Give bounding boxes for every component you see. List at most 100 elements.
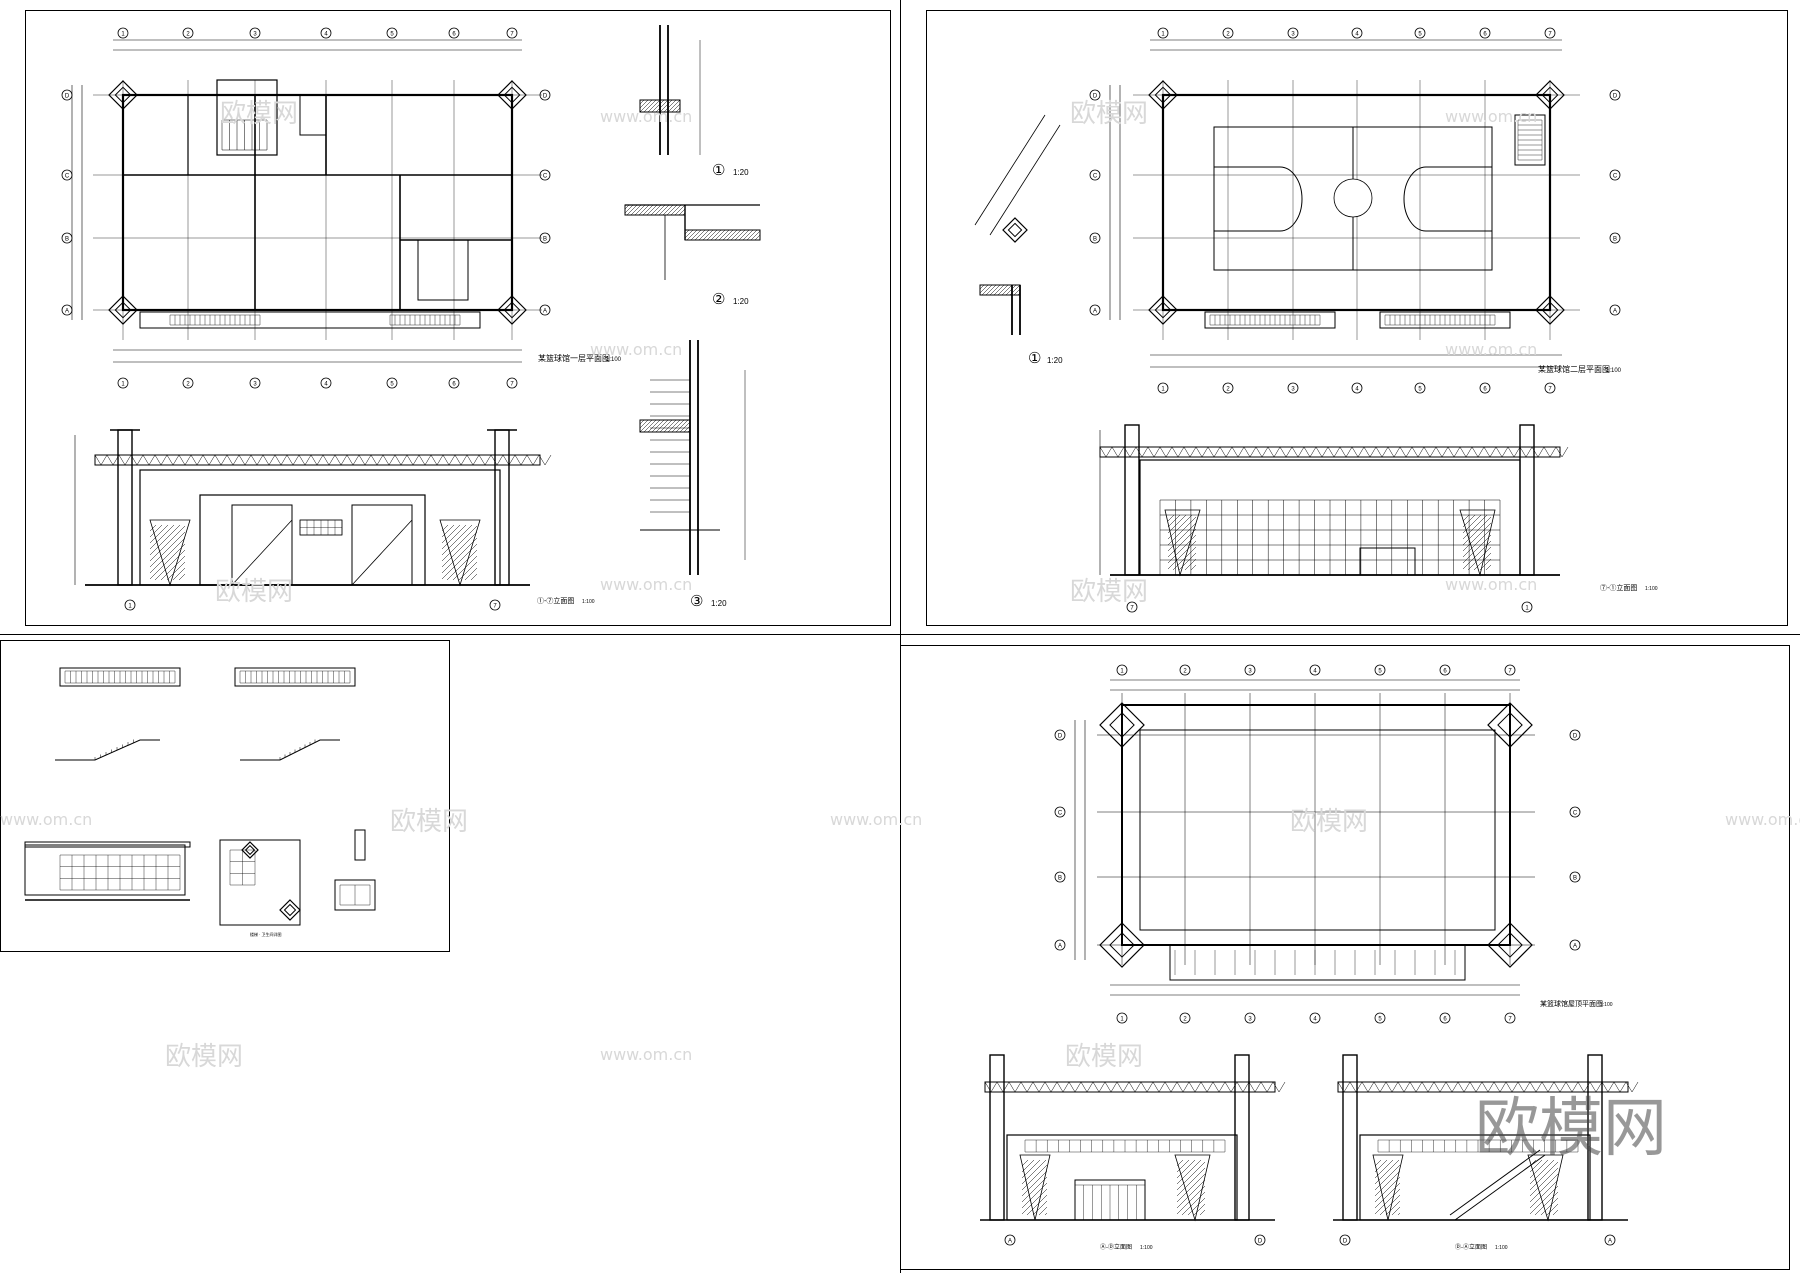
truss-web <box>1463 1081 1471 1093</box>
door-opening <box>1359 547 1416 576</box>
watermark-site: www.om.cn <box>0 810 92 829</box>
truss-web <box>328 454 336 466</box>
truss-web <box>1549 446 1557 458</box>
hatch-line <box>160 555 186 581</box>
grid-bubble-label: C <box>1573 811 1578 817</box>
grid-bubble-label: 1 <box>128 604 132 610</box>
grid-bubble <box>506 377 518 389</box>
sheet2-detail-1-scale: 1:20 <box>1047 356 1063 365</box>
hatch-line <box>979 284 985 290</box>
grid-bubble <box>1521 601 1533 613</box>
column-diamond-inner <box>503 301 521 319</box>
grid-bubble-label: A <box>1093 309 1097 315</box>
hatch-line <box>166 561 186 581</box>
hatch-line <box>979 284 989 294</box>
grid-bubble <box>1609 304 1621 316</box>
truss-web <box>1279 446 1287 458</box>
truss-web <box>1459 446 1467 458</box>
truss-web <box>1469 1081 1477 1093</box>
hatch-line <box>441 524 461 544</box>
hatch-line <box>1167 514 1187 534</box>
hatch-line <box>684 229 694 239</box>
grid-bubble <box>1054 729 1066 741</box>
grid-bubble <box>1479 27 1491 39</box>
truss-web <box>526 454 534 466</box>
truss-web <box>1523 1081 1531 1093</box>
hatch-line <box>1462 522 1492 552</box>
stair-core <box>1514 114 1546 166</box>
hatch-line <box>441 524 473 556</box>
facade-wedge <box>1459 509 1496 577</box>
hatch-line <box>1529 1179 1559 1209</box>
grid-bubble <box>1116 1012 1128 1024</box>
truss-web <box>1224 1081 1232 1093</box>
truss-web <box>1525 446 1533 458</box>
grid-bubble <box>1004 1234 1016 1246</box>
facade-wedge <box>149 519 191 587</box>
truss-web <box>1357 446 1365 458</box>
grid-bubble-label: 6 <box>1483 32 1487 38</box>
truss-web <box>400 454 408 466</box>
stair-diagonal <box>1454 1154 1546 1221</box>
grid-bubble-label: A <box>1613 309 1617 315</box>
grid-bubble-label: 5 <box>1378 669 1382 675</box>
watermark-brand: 欧模网 <box>1290 807 1368 837</box>
hatch-line <box>1379 1194 1401 1216</box>
truss-web <box>1339 446 1347 458</box>
truss-web <box>1183 446 1191 458</box>
grid-bubble <box>320 377 332 389</box>
hatch-line <box>658 204 670 216</box>
spectator-stand <box>1379 311 1511 329</box>
truss-web <box>1062 1081 1070 1093</box>
truss-web <box>280 454 288 466</box>
truss-web <box>1423 446 1431 458</box>
truss-web <box>1147 446 1155 458</box>
hatch-line <box>687 429 691 433</box>
truss-web <box>520 454 528 466</box>
column-diamond <box>1535 295 1565 325</box>
grid-bubble <box>1604 1234 1616 1246</box>
watermark-brand: 欧模网 <box>1070 99 1148 129</box>
grid-bubble-label: 4 <box>1313 669 1317 675</box>
sheet1-detail-1-scale: 1:20 <box>733 168 749 177</box>
truss-web <box>310 454 318 466</box>
truss-web <box>1189 446 1197 458</box>
entry-canopy <box>139 311 481 329</box>
truss-web <box>1447 446 1455 458</box>
truss-web <box>1561 446 1569 458</box>
truss-web <box>1415 1081 1423 1093</box>
truss-web <box>1014 1081 1022 1093</box>
hatch-line <box>1385 1200 1401 1216</box>
hatch-line <box>655 419 669 433</box>
spectator-stand <box>1204 311 1336 329</box>
sheet2-detail-1: ① <box>1028 350 1041 367</box>
hatch-line <box>149 543 186 580</box>
truss-web <box>268 454 276 466</box>
stair-diagonal <box>231 519 293 586</box>
truss-web <box>466 454 474 466</box>
sheet4-plan-scale: 1:100 <box>1600 1002 1613 1008</box>
grid-bubble <box>1569 806 1581 818</box>
grid-bubble-label: 4 <box>324 382 328 388</box>
grid-bubble <box>1179 664 1191 676</box>
roof-panel <box>1139 729 1496 931</box>
grid-bubble-label: 1 <box>1525 606 1529 612</box>
hatch-line <box>639 99 645 105</box>
hatch-line <box>149 525 186 562</box>
sheet1-detail-1: ① <box>712 162 725 179</box>
hatch-line <box>446 549 478 581</box>
truss-web <box>1303 446 1311 458</box>
hatch-line <box>149 524 175 550</box>
truss-web <box>1541 1081 1549 1093</box>
hatch-line <box>643 99 657 113</box>
grid-bubble <box>386 27 398 39</box>
column-diamond-inner <box>1154 86 1172 104</box>
grid-bubble <box>1157 382 1169 394</box>
grid-bubble <box>1374 664 1386 676</box>
truss-web <box>1513 446 1521 458</box>
grid-bubble-label: 1 <box>121 382 125 388</box>
facade-wedge <box>1164 509 1201 577</box>
grid-bubble <box>1089 89 1101 101</box>
facade-wedge <box>439 519 481 587</box>
stair-section <box>240 739 340 761</box>
